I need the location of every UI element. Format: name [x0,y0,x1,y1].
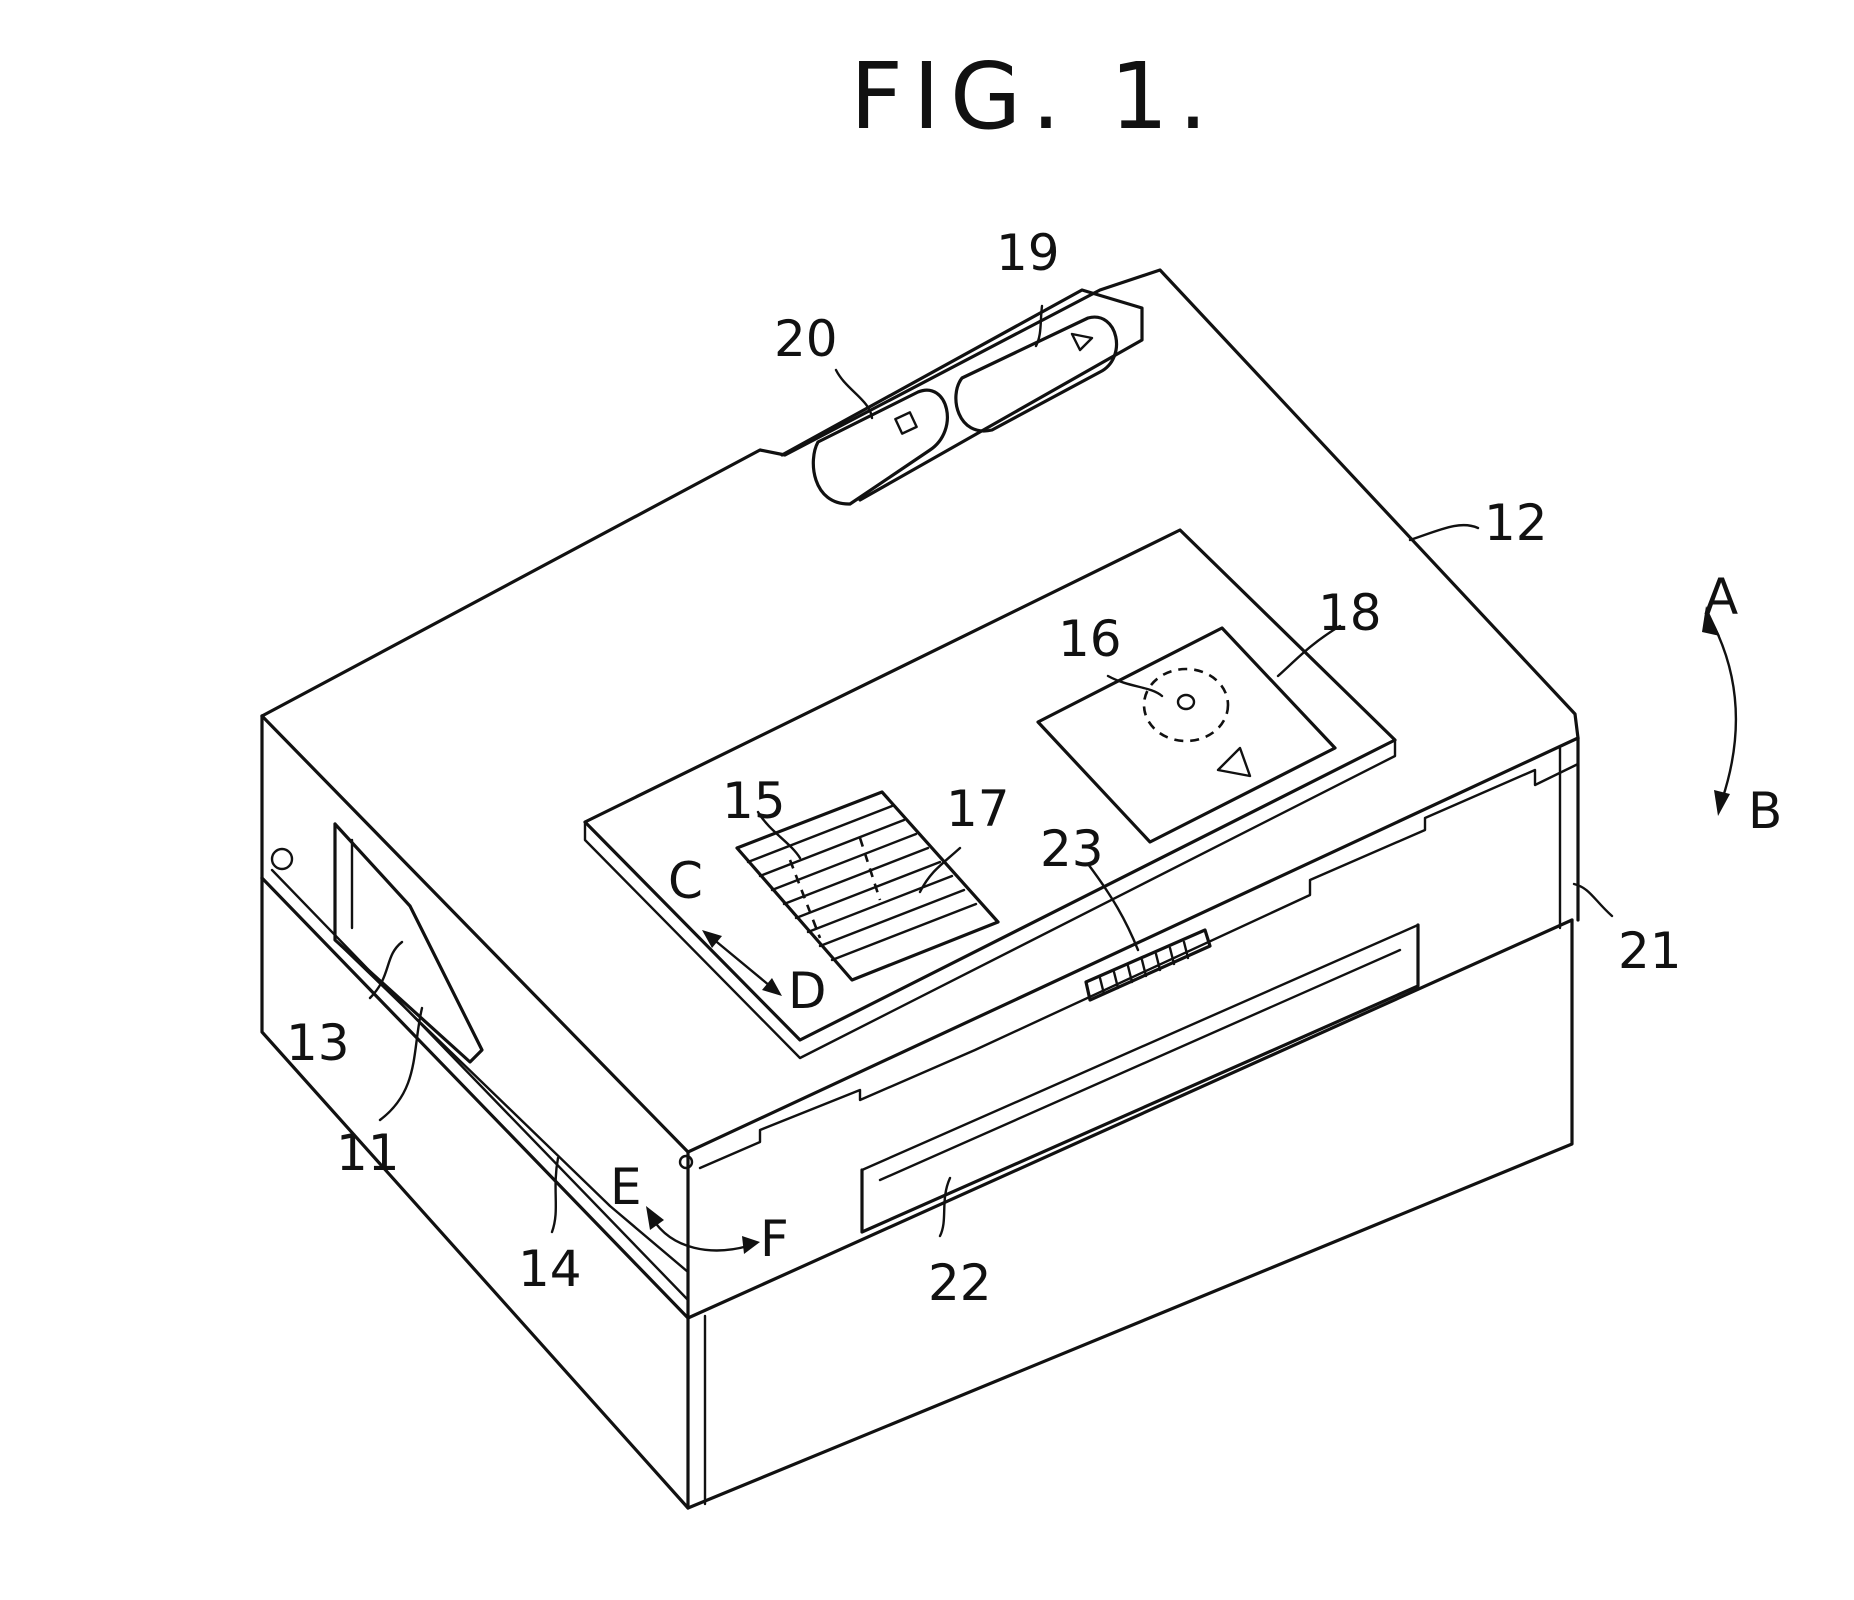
label-A: A [1704,568,1738,626]
buttons [780,288,1144,506]
label-22: 22 [928,1254,992,1312]
label-D: D [788,962,827,1020]
leader-lines [368,304,1614,1238]
label-12: 12 [1484,494,1548,552]
label-B: B [1748,782,1782,840]
label-23: 23 [1040,820,1104,878]
label-20: 20 [774,310,838,368]
reference-labels: 11 12 13 14 15 16 17 18 19 20 21 22 23 A… [286,224,1782,1312]
label-14: 14 [518,1240,582,1298]
label-11: 11 [336,1124,400,1182]
label-F: F [760,1210,789,1268]
upper-lid [260,268,1580,1320]
latch-23 [1084,928,1212,1002]
label-15: 15 [722,772,786,830]
label-21: 21 [1618,922,1682,980]
label-18: 18 [1318,584,1382,642]
lower-body [260,868,1574,1510]
label-19: 19 [996,224,1060,282]
label-C: C [668,852,703,910]
label-17: 17 [946,780,1010,838]
arrow-A-B [1702,606,1738,816]
label-13: 13 [286,1014,350,1072]
label-16: 16 [1058,610,1122,668]
label-E: E [610,1158,642,1216]
arrow-E-F [646,1206,760,1254]
label-plate [583,528,1397,1060]
arrow-C-D [702,930,782,996]
figure-title: FIG. 1. [850,43,1218,150]
side-recess-13 [333,822,690,1274]
